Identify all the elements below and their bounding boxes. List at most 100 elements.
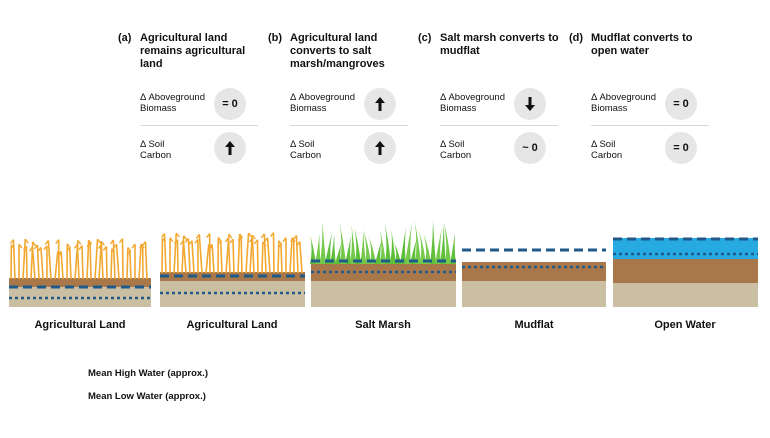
scenario-title: Agricultural land converts to salt marsh… — [290, 32, 385, 70]
crop-stalk — [289, 237, 293, 274]
crop-head — [100, 240, 105, 246]
crop-stalk — [81, 245, 84, 280]
crop-head — [160, 233, 166, 238]
divider — [591, 125, 709, 126]
crop-head — [183, 235, 188, 241]
crop-stalk — [22, 239, 27, 280]
crop-head — [175, 232, 180, 238]
crop-stalk — [54, 251, 59, 280]
crop-head — [206, 233, 211, 238]
crop-stalks — [160, 232, 303, 274]
soil-carbon-badge: ~ 0 — [514, 132, 546, 164]
biomass-label: Δ Aboveground Biomass — [290, 92, 355, 114]
biomass-change-badge: = 0 — [214, 88, 246, 120]
grass-blade — [350, 224, 356, 264]
panel-label-agricultural-land-1: Agricultural Land — [34, 319, 126, 331]
crop-head — [96, 238, 102, 244]
crop-stalk — [211, 244, 215, 274]
crop-head — [66, 243, 71, 249]
crop-stalk — [277, 240, 280, 274]
divider — [290, 125, 408, 126]
biomass-label: Δ Aboveground Biomass — [591, 92, 656, 114]
grass-blade — [339, 222, 346, 264]
crop-head — [253, 239, 258, 245]
crop-head — [173, 239, 179, 245]
crop-stalk — [263, 233, 267, 274]
crop-head — [224, 237, 229, 243]
crop-head — [290, 237, 295, 243]
crop-head — [88, 239, 93, 245]
crop-head — [78, 245, 83, 251]
grass-blade — [368, 235, 376, 264]
grass-blade — [418, 230, 426, 264]
crop-head — [282, 237, 287, 243]
crop-stalk — [110, 248, 113, 280]
crop-head — [9, 239, 15, 245]
agricultural-land-panel-2 — [160, 232, 305, 307]
panel-label-agricultural-land-2: Agricultural Land — [186, 319, 278, 331]
biomass-change-badge: = 0 — [665, 88, 697, 120]
crop-stalk — [94, 239, 99, 280]
crop-stalk — [47, 240, 52, 280]
crop-stalk — [266, 237, 271, 274]
grass-blade — [310, 234, 316, 264]
arrow-up-icon — [225, 141, 235, 155]
scenario-letter: (a) — [118, 32, 132, 44]
grass-blade — [430, 220, 436, 264]
crop-stalk — [40, 247, 44, 280]
crop-head — [292, 235, 297, 240]
grass-blade — [375, 238, 383, 264]
crop-stalk — [256, 239, 259, 274]
crop-head — [112, 243, 118, 249]
crop-stalk — [12, 239, 16, 280]
grass-blade — [410, 236, 418, 264]
grass-blade — [390, 229, 396, 264]
crop-head — [109, 239, 114, 245]
agricultural-land-panel-1 — [9, 238, 151, 307]
grass-blade — [405, 221, 413, 264]
water-layer — [613, 238, 758, 259]
subsoil-layer — [9, 287, 151, 307]
crop-stalk — [280, 244, 283, 274]
open-water-panel — [613, 237, 758, 307]
grass-blade — [325, 231, 333, 264]
crop-stalk — [232, 239, 235, 274]
scenario-title: Mudflat converts to open water — [591, 32, 693, 57]
subsoil-layer — [311, 281, 456, 307]
arrow-down-icon — [525, 97, 535, 111]
crop-head — [269, 232, 275, 238]
crop-head — [237, 236, 242, 241]
grass-blade — [423, 233, 431, 264]
crop-stalk — [31, 247, 36, 280]
crop-stalk — [129, 251, 132, 280]
crop-stalk — [251, 238, 255, 274]
crop-head — [195, 233, 200, 239]
scenario-letter: (b) — [268, 32, 283, 44]
crop-head — [263, 237, 269, 243]
crop-stalk — [298, 241, 303, 274]
crop-stalk — [176, 239, 179, 274]
crop-head — [251, 234, 256, 240]
crop-stalk — [68, 247, 72, 280]
crop-stalk — [76, 244, 80, 280]
crop-head — [32, 241, 37, 247]
crop-head — [296, 241, 301, 247]
grass-blade — [360, 230, 366, 264]
crop-stalk — [25, 246, 28, 280]
crop-head — [18, 243, 23, 249]
crop-stalk — [173, 232, 178, 274]
crop-head — [131, 243, 136, 249]
crop-head — [141, 241, 146, 247]
crop-head — [28, 246, 34, 252]
crop-head — [44, 240, 49, 245]
crop-head — [97, 244, 102, 250]
marsh-grass — [310, 220, 456, 264]
grass-blade — [345, 234, 352, 264]
biomass-change-badge — [364, 88, 396, 120]
soil-carbon-label: Δ Soil Carbon — [140, 139, 172, 161]
crop-head — [228, 233, 233, 239]
crop-stalk — [198, 234, 203, 274]
soil-carbon-label: Δ Soil Carbon — [591, 139, 623, 161]
crop-stalk — [261, 241, 264, 274]
grass-blade — [320, 220, 326, 264]
